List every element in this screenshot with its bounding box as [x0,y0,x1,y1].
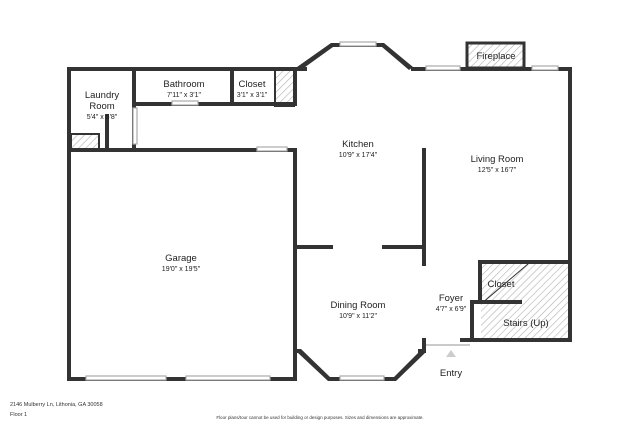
kitchen-label: Kitchen [342,139,374,150]
fireplace-label: Fireplace [476,51,515,62]
disclaimer-text: Floor plans/tour cannot be used for buil… [216,415,424,420]
closet-foyer-label: Closet [488,279,515,290]
foyer-dimensions: 4'7" x 6'9" [436,306,467,313]
living-room-label: Living Room [471,154,524,165]
laundry-label-line1: Laundry [85,90,120,101]
garage-dimensions: 19'0" x 19'5" [162,266,201,273]
laundry-dimensions: 5'4" x 6'8" [87,114,118,121]
dining-room-label: Dining Room [331,300,386,311]
closet-top-label: Closet [239,79,266,90]
closet-top-dimensions: 3'1" x 3'1" [237,92,268,99]
stairs-divider [480,263,529,305]
entry-label: Entry [440,368,462,379]
bathroom-label: Bathroom [163,79,204,90]
entry-arrow-icon [446,350,456,357]
foyer-label: Foyer [439,293,463,304]
chase-hatch-closet [274,69,295,107]
kitchen-dimensions: 10'9" x 17'4" [339,152,378,159]
laundry-label-line2: Room [89,101,114,112]
dining-room-dimensions: 10'9" x 11'2" [339,313,377,320]
property-address: 2146 Mulberry Ln, Lithonia, GA 30058 [10,402,103,408]
bathroom-dimensions: 7'11" x 3'1" [167,92,201,99]
chase-hatch-laundry [70,133,100,150]
floor-label: Floor 1 [10,412,28,418]
fireplace-box [465,41,526,70]
stairs-label: Stairs (Up) [503,318,548,329]
windows [85,41,559,381]
garage-label: Garage [165,253,197,264]
living-room-dimensions: 12'5" x 16'7" [478,167,517,174]
